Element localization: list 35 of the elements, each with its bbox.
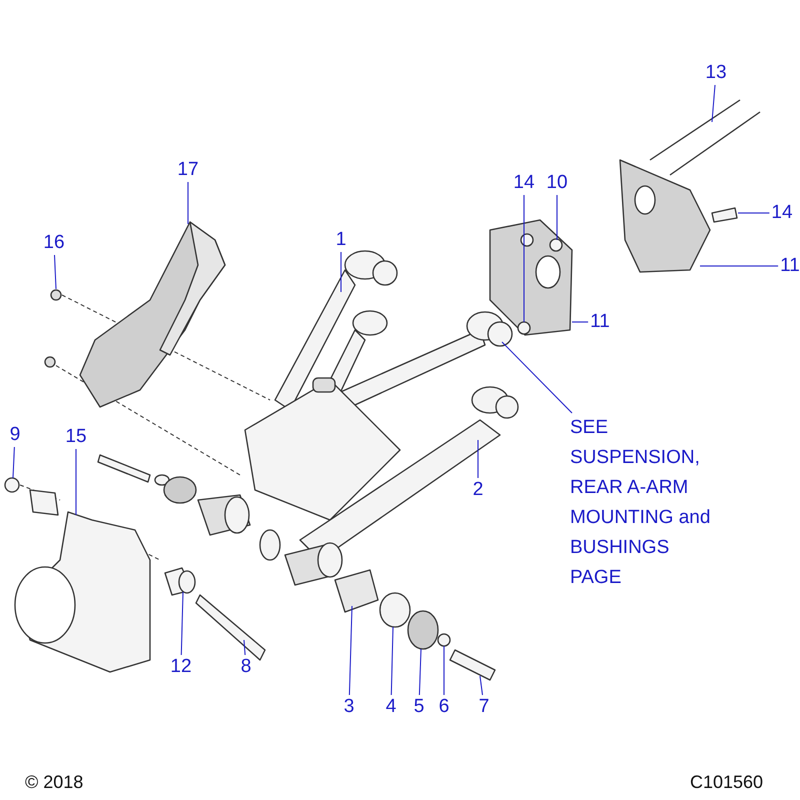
callout-number: 9 [10,425,20,445]
leader-line [244,640,246,656]
callout-number: 5 [414,697,424,717]
callout-number: 14 [513,173,535,193]
callout-number: 7 [478,697,490,717]
copyright-text: © 2018 [25,772,84,793]
drawing-number: C101560 [690,772,764,793]
callout-number: 6 [438,697,450,717]
leader-line [502,342,572,414]
reference-note: SEE SUSPENSION, REAR A-ARM MOUNTING and BUSHINGS PAGE [570,413,720,593]
callout-number: 15 [65,427,87,447]
leader-line [12,446,15,478]
leader-line [54,254,56,290]
leader-line [418,648,422,696]
callout-number: 17 [177,160,199,180]
callout-number: 11 [590,312,610,332]
callout-number: 1 [336,230,346,250]
leader-line [390,626,394,696]
callout-number: 16 [43,233,65,253]
leader-line [712,84,716,122]
callout-number: 3 [344,697,354,717]
leader-line [556,194,558,240]
callout-number: 10 [546,173,568,193]
leader-line [180,592,184,656]
leader-line [480,676,483,696]
callout-number: 11 [780,256,800,276]
callout-number: 12 [170,657,192,677]
callout-number: 4 [386,697,396,717]
leader-line [348,606,352,696]
callout-number: 2 [472,480,484,500]
callout-number: 13 [705,63,727,83]
leader-line [738,212,770,214]
callout-number: 14 [771,203,793,223]
leader-line [340,252,342,292]
callout-number: 8 [240,657,252,677]
